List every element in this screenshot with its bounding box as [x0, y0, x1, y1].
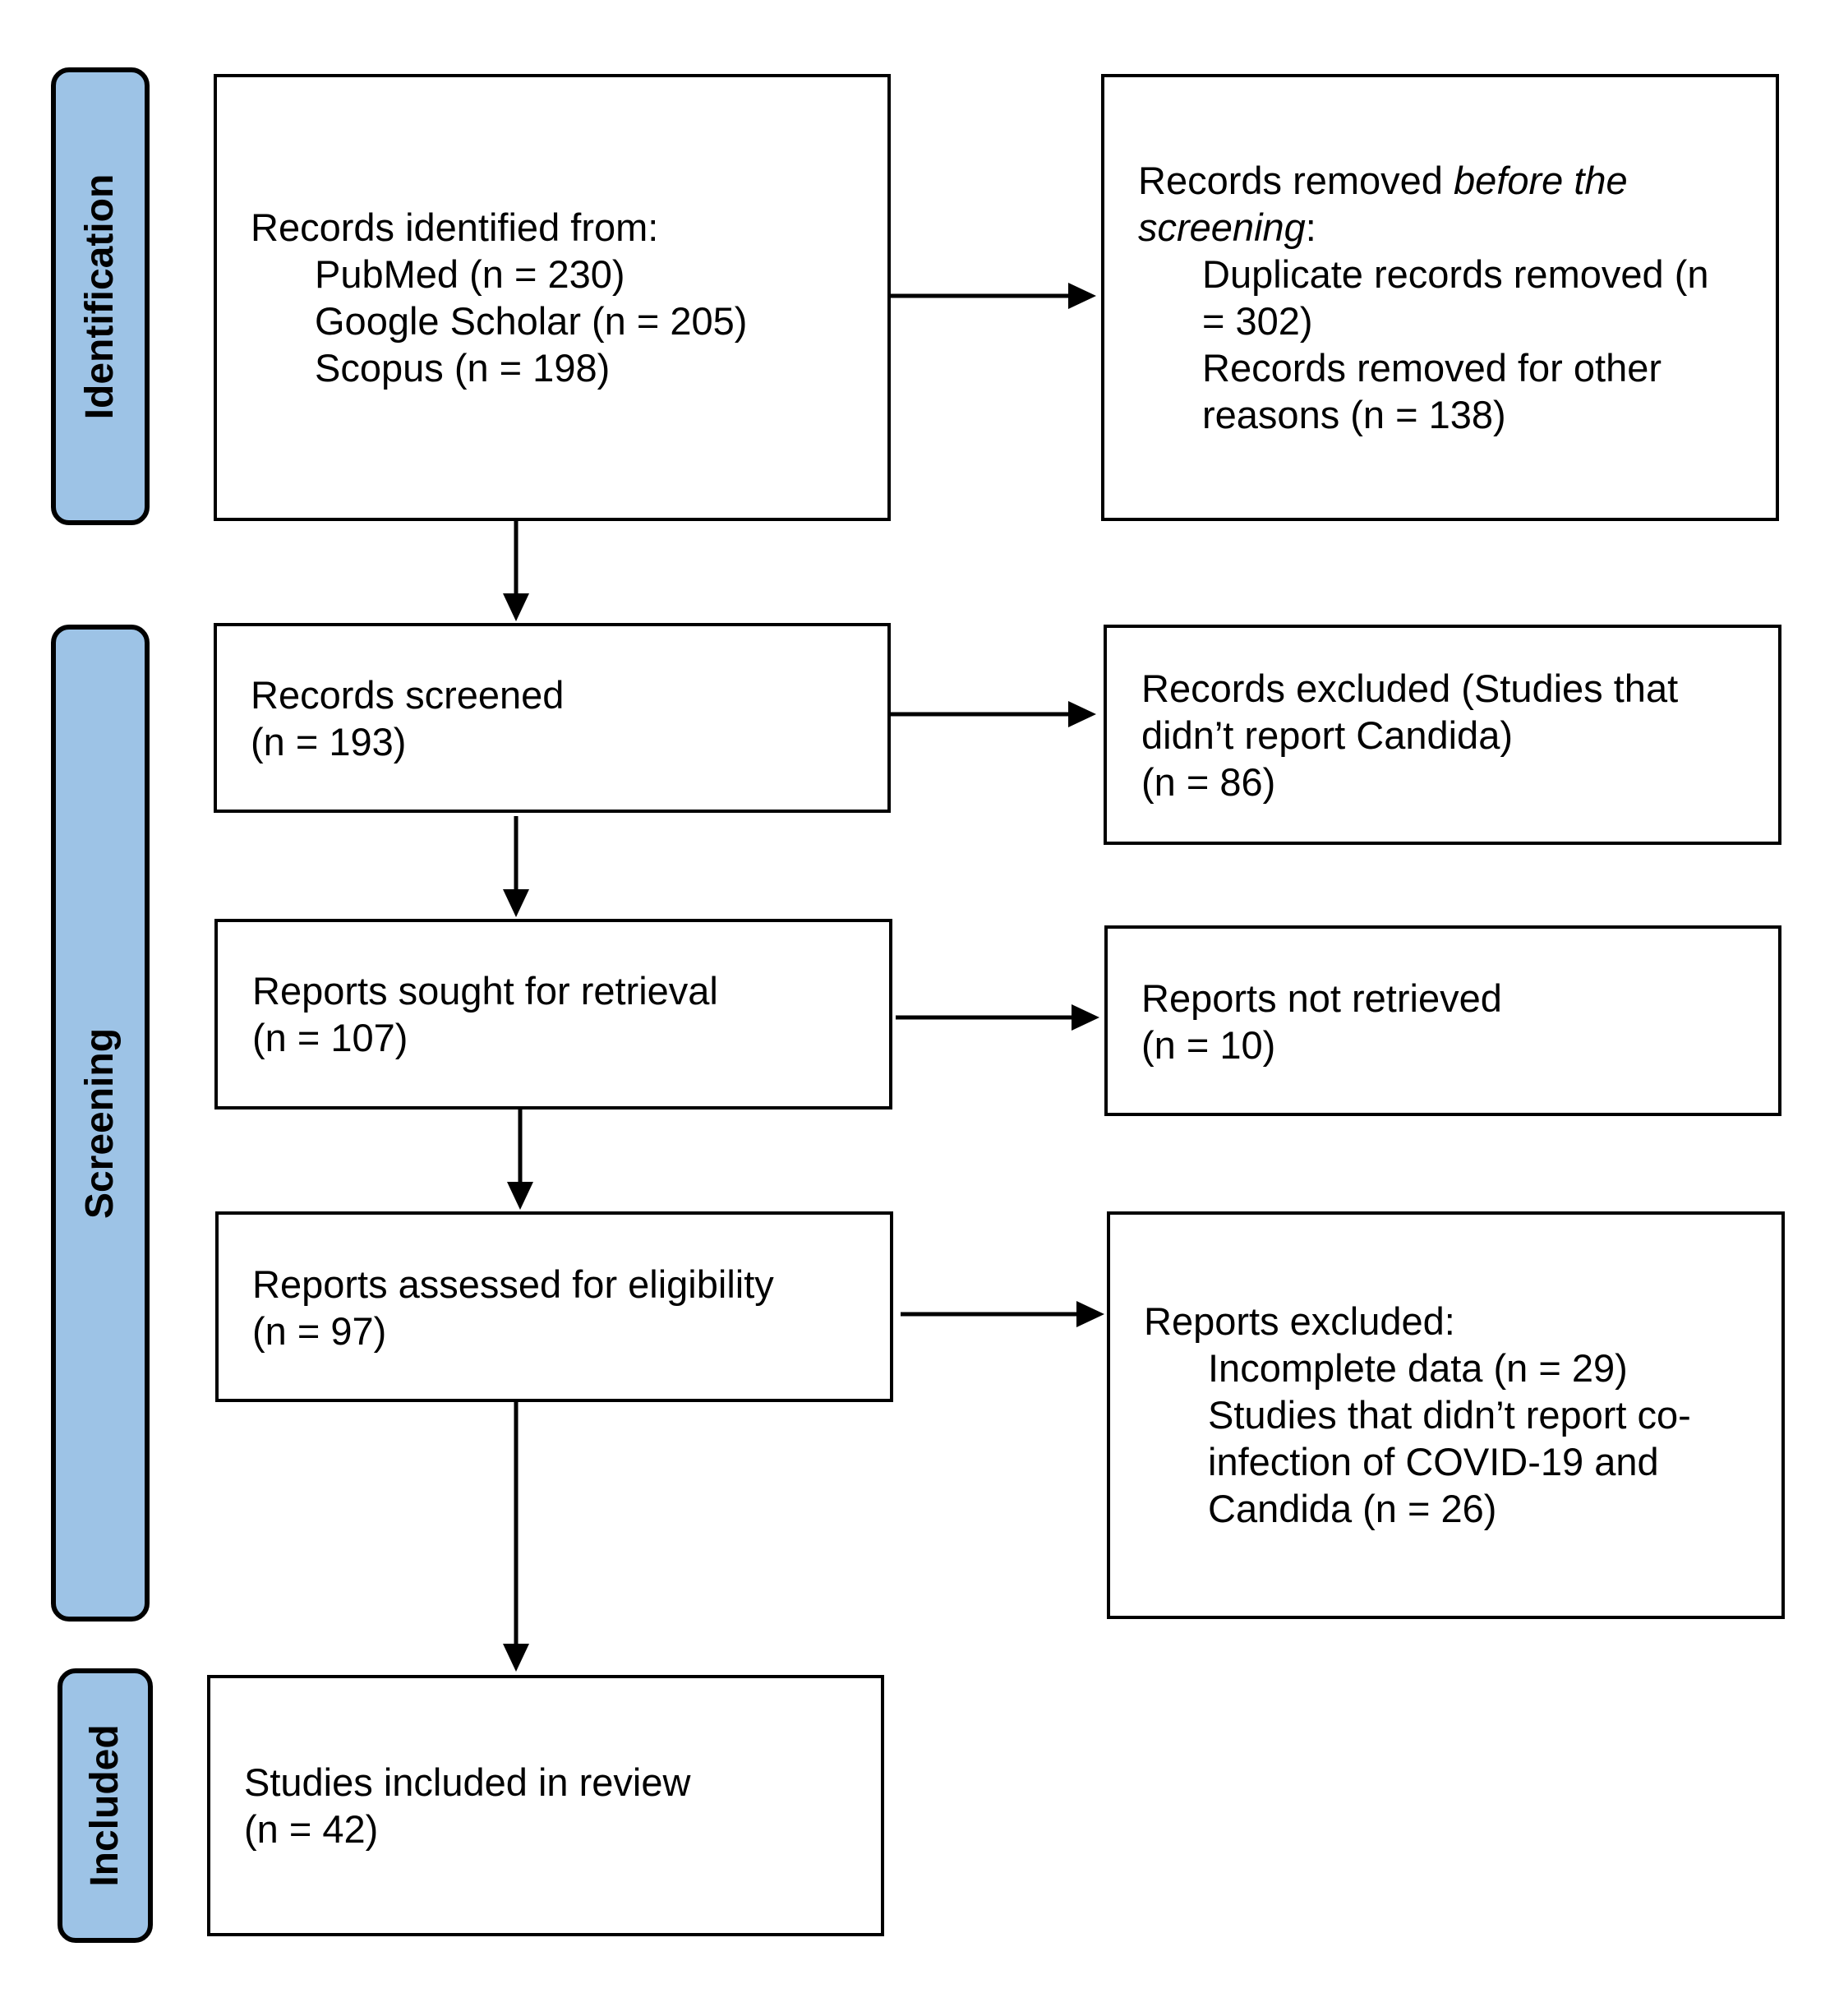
reports-excluded-heading: Reports excluded: — [1144, 1299, 1455, 1343]
records-excluded-box — [1104, 625, 1781, 845]
reports-sought-label: Reports sought for retrieval — [252, 969, 718, 1013]
records-screened-count: (n = 193) — [251, 720, 407, 763]
reports-excluded-text: Reports excluded: Incomplete data (n = 2… — [1144, 1298, 1691, 1532]
reports-assessed-text: Reports assessed for eligibility (n = 97… — [252, 1261, 774, 1354]
reports-excluded-line2: Studies that didn’t report co- — [1208, 1393, 1691, 1437]
records-screened-label: Records screened — [251, 673, 565, 717]
records-removed-heading-pre: Records removed — [1138, 159, 1454, 202]
arrowhead-identified-to-screened — [503, 593, 529, 621]
records-removed-heading-line1: Records removed before the — [1138, 157, 1709, 204]
arrowhead-identified-to-removed — [1068, 283, 1096, 309]
phase-identification: Identification — [51, 67, 150, 525]
reports-assessed-box — [215, 1211, 893, 1402]
source-pubmed: PubMed (n = 230) — [315, 252, 625, 296]
arrowhead-sought-to-not-retrieved — [1072, 1004, 1099, 1031]
records-removed-text: Records removed before the screening: Du… — [1138, 157, 1709, 438]
reports-not-retrieved-box — [1104, 925, 1781, 1116]
reports-excluded-line4: Candida (n = 26) — [1208, 1487, 1497, 1530]
studies-included-box — [207, 1675, 884, 1936]
records-excluded-count: (n = 86) — [1141, 760, 1276, 804]
reports-sought-count: (n = 107) — [252, 1016, 408, 1059]
reports-assessed-count: (n = 97) — [252, 1309, 387, 1353]
arrowhead-sought-to-assessed — [507, 1182, 533, 1210]
reports-not-retrieved-text: Reports not retrieved (n = 10) — [1141, 975, 1502, 1068]
arrowhead-screened-to-sought — [503, 889, 529, 917]
arrowhead-assessed-to-included — [503, 1644, 529, 1672]
records-identified-heading: Records identified from: — [251, 205, 659, 249]
arrowhead-screened-to-excluded — [1068, 701, 1096, 727]
records-removed-heading-post: : — [1305, 205, 1316, 249]
records-removed-heading-italic1: before the — [1454, 159, 1628, 202]
records-identified-box — [214, 74, 891, 521]
reports-excluded-box — [1107, 1211, 1785, 1619]
records-removed-heading-line2: screening: — [1138, 204, 1709, 251]
reports-not-retrieved-label: Reports not retrieved — [1141, 976, 1502, 1020]
records-removed-box — [1101, 74, 1779, 521]
reports-excluded-line1: Incomplete data (n = 29) — [1208, 1346, 1628, 1390]
studies-included-count: (n = 42) — [244, 1807, 379, 1851]
records-screened-text: Records screened (n = 193) — [251, 671, 564, 765]
records-identified-text: Records identified from: PubMed (n = 230… — [251, 204, 747, 391]
records-screened-box — [214, 623, 891, 813]
arrowhead-assessed-to-excluded — [1076, 1301, 1104, 1327]
records-removed-heading-italic2: screening — [1138, 205, 1306, 249]
reports-assessed-label: Reports assessed for eligibility — [252, 1262, 774, 1306]
reports-sought-text: Reports sought for retrieval (n = 107) — [252, 967, 718, 1061]
source-scopus: Scopus (n = 198) — [315, 346, 611, 390]
reports-not-retrieved-count: (n = 10) — [1141, 1023, 1276, 1067]
source-google-scholar: Google Scholar (n = 205) — [315, 299, 748, 343]
phase-screening: Screening — [51, 625, 150, 1622]
studies-included-text: Studies included in review (n = 42) — [244, 1759, 690, 1852]
phase-included: Included — [58, 1668, 153, 1943]
duplicate-removed-line1: Duplicate records removed (n — [1202, 252, 1709, 296]
other-reasons-line2: reasons (n = 138) — [1202, 393, 1506, 436]
records-excluded-line2: didn’t report Candida) — [1141, 713, 1513, 757]
duplicate-removed-line2: = 302) — [1202, 299, 1313, 343]
studies-included-label: Studies included in review — [244, 1760, 691, 1804]
records-excluded-line1: Records excluded (Studies that — [1141, 667, 1679, 710]
reports-excluded-line3: infection of COVID-19 and — [1208, 1440, 1659, 1483]
other-reasons-line1: Records removed for other — [1202, 346, 1662, 390]
records-excluded-text: Records excluded (Studies that didn’t re… — [1141, 665, 1678, 805]
reports-sought-box — [214, 919, 892, 1109]
